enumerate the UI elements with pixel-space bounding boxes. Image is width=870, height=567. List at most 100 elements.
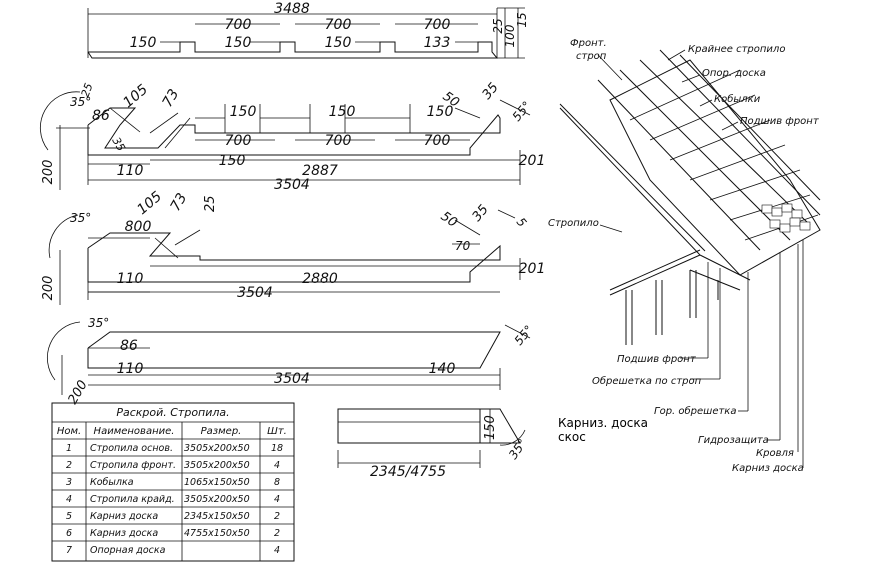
- table-cell: Карниз доска: [90, 528, 158, 539]
- table-cell: Стропила крайд.: [90, 494, 175, 505]
- table-cell: 3505x200x50: [184, 460, 250, 471]
- top-board-seg-3: 150: [325, 35, 352, 51]
- edge-rafter-drawing: 35° 86 110 3504 140 200 55°: [46, 316, 536, 407]
- main-rafter-73: 73: [160, 87, 183, 110]
- main-rafter-mid-seg-1: 700: [225, 133, 252, 149]
- top-board-height-15: 15: [515, 12, 529, 27]
- table-cell: 2: [274, 528, 280, 539]
- main-rafter-3504: 3504: [274, 177, 310, 193]
- table-cell: Кобылка: [90, 477, 134, 488]
- iso-front-rafter-2: строп: [576, 51, 607, 62]
- iso-edge-rafter: Крайнее стропило: [688, 44, 785, 55]
- table-cell: Опорная доска: [90, 545, 166, 556]
- table-cell: 4: [66, 494, 72, 505]
- iso-batten-rafter: Обрешетка по строп: [592, 375, 702, 387]
- edge-rafter-angle-right: 55°: [512, 323, 536, 348]
- eave-board-title-1: Карниз. доска: [558, 416, 648, 430]
- top-board-seg-2: 150: [225, 35, 252, 51]
- edge-rafter-110: 110: [117, 361, 144, 377]
- main-rafter-angle-right: 55°: [510, 99, 534, 124]
- table-cell: 3505x200x50: [184, 443, 250, 454]
- front-rafter-201: 201: [519, 261, 546, 277]
- table-cell: 4755x150x50: [184, 528, 250, 539]
- iso-batten-horizontal: Гор. обрешетка: [654, 405, 736, 417]
- top-board-seg-1: 150: [130, 35, 157, 51]
- front-rafter-angle-left: 35°: [70, 211, 91, 225]
- main-rafter-150: 150: [219, 153, 246, 169]
- top-board-drawing: 3488 150 700 150 700 150 700 133 25 100 …: [87, 1, 529, 59]
- top-board-spacing-1: 700: [225, 17, 252, 33]
- cutting-table: Раскрой. Стропила. Ном. Наименование. Ра…: [51, 402, 295, 562]
- top-board-height-25: 25: [491, 18, 505, 33]
- main-rafter-top-seg-1: 150: [230, 104, 257, 120]
- table-cell: 2: [66, 460, 72, 471]
- top-board-spacing-3: 700: [424, 17, 451, 33]
- main-rafter-2887: 2887: [302, 163, 338, 179]
- top-board-seg-4: 133: [424, 35, 451, 51]
- main-rafter-top-seg-3: 150: [427, 104, 454, 120]
- front-rafter-73: 73: [168, 191, 191, 214]
- table-cell: Карниз доска: [90, 511, 158, 522]
- eave-board-title-2: скос: [558, 430, 586, 444]
- main-rafter-110: 110: [117, 163, 144, 179]
- front-rafter-800: 800: [125, 219, 152, 235]
- top-board-height-100: 100: [503, 24, 517, 47]
- edge-rafter-3504: 3504: [274, 371, 310, 387]
- table-header-num: Ном.: [57, 426, 81, 437]
- eave-board-angle: 35°: [506, 436, 530, 461]
- main-rafter-drawing: 35° 25 86 105 73 35 150 150 150 700 700 …: [39, 80, 546, 193]
- table-cell: 1: [66, 443, 72, 454]
- main-rafter-201: 201: [519, 153, 546, 169]
- front-rafter-105: 105: [134, 189, 165, 218]
- table-cell: 4: [274, 545, 280, 556]
- top-board-total: 3488: [274, 1, 310, 17]
- main-rafter-35-right: 35: [480, 80, 502, 102]
- table-cell: 8: [274, 477, 280, 488]
- table-cell: 1065x150x50: [184, 477, 250, 488]
- iso-waterproofing: Гидрозащита: [698, 435, 769, 446]
- table-header-name: Наименование.: [94, 426, 175, 437]
- main-rafter-mid-seg-3: 700: [424, 133, 451, 149]
- front-rafter-50: 50: [438, 209, 460, 231]
- table-cell: 6: [66, 528, 72, 539]
- table-cell: 5: [66, 511, 72, 522]
- front-rafter-70: 70: [455, 239, 471, 253]
- table-cell: 3: [66, 477, 72, 488]
- table-cell: 3505x200x50: [184, 494, 250, 505]
- front-rafter-3504: 3504: [237, 285, 273, 301]
- top-board-spacing-2: 700: [325, 17, 352, 33]
- front-rafter-drawing: 35° 800 105 73 25 50 35 70 5 110 2880 20…: [41, 189, 545, 305]
- table-cell: Стропила основ.: [90, 443, 173, 454]
- front-rafter-35: 35: [470, 202, 492, 224]
- front-rafter-2880: 2880: [302, 271, 338, 287]
- iso-front-soffit-bottom: Подшив фронт: [617, 354, 697, 365]
- edge-rafter-angle-left: 35°: [88, 316, 109, 330]
- table-cell: 7: [66, 545, 72, 556]
- edge-rafter-86: 86: [120, 338, 138, 354]
- main-rafter-angle-left: 35°: [70, 95, 91, 109]
- front-rafter-25: 25: [203, 195, 218, 212]
- main-rafter-top-seg-2: 150: [329, 104, 356, 120]
- table-cell: 4: [274, 460, 280, 471]
- table-cell: 2345x150x50: [184, 511, 250, 522]
- front-rafter-200: 200: [41, 276, 56, 301]
- edge-rafter-140: 140: [429, 361, 456, 377]
- iso-eave-board: Карниз доска: [732, 463, 804, 474]
- table-cell: 4: [274, 494, 280, 505]
- iso-roofing: Кровля: [756, 448, 794, 459]
- main-rafter-mid-seg-2: 700: [325, 133, 352, 149]
- eave-board-drawing: 2345/4755 150 35° Карниз. доска скос: [337, 408, 648, 480]
- main-rafter-35-inner: 35: [109, 135, 127, 154]
- table-cell: Стропила фронт.: [90, 460, 176, 471]
- eave-board-height: 150: [483, 415, 498, 440]
- table-header-size: Размер.: [201, 426, 242, 437]
- eave-board-length: 2345/4755: [370, 464, 446, 480]
- front-rafter-110: 110: [117, 271, 144, 287]
- iso-kobylki: Кобылки: [714, 93, 761, 105]
- iso-support-board: Опор. доска: [702, 68, 766, 79]
- table-title: Раскрой. Стропила.: [116, 406, 229, 419]
- iso-front-rafter-1: Фронт.: [570, 38, 607, 49]
- main-rafter-200: 200: [41, 160, 56, 185]
